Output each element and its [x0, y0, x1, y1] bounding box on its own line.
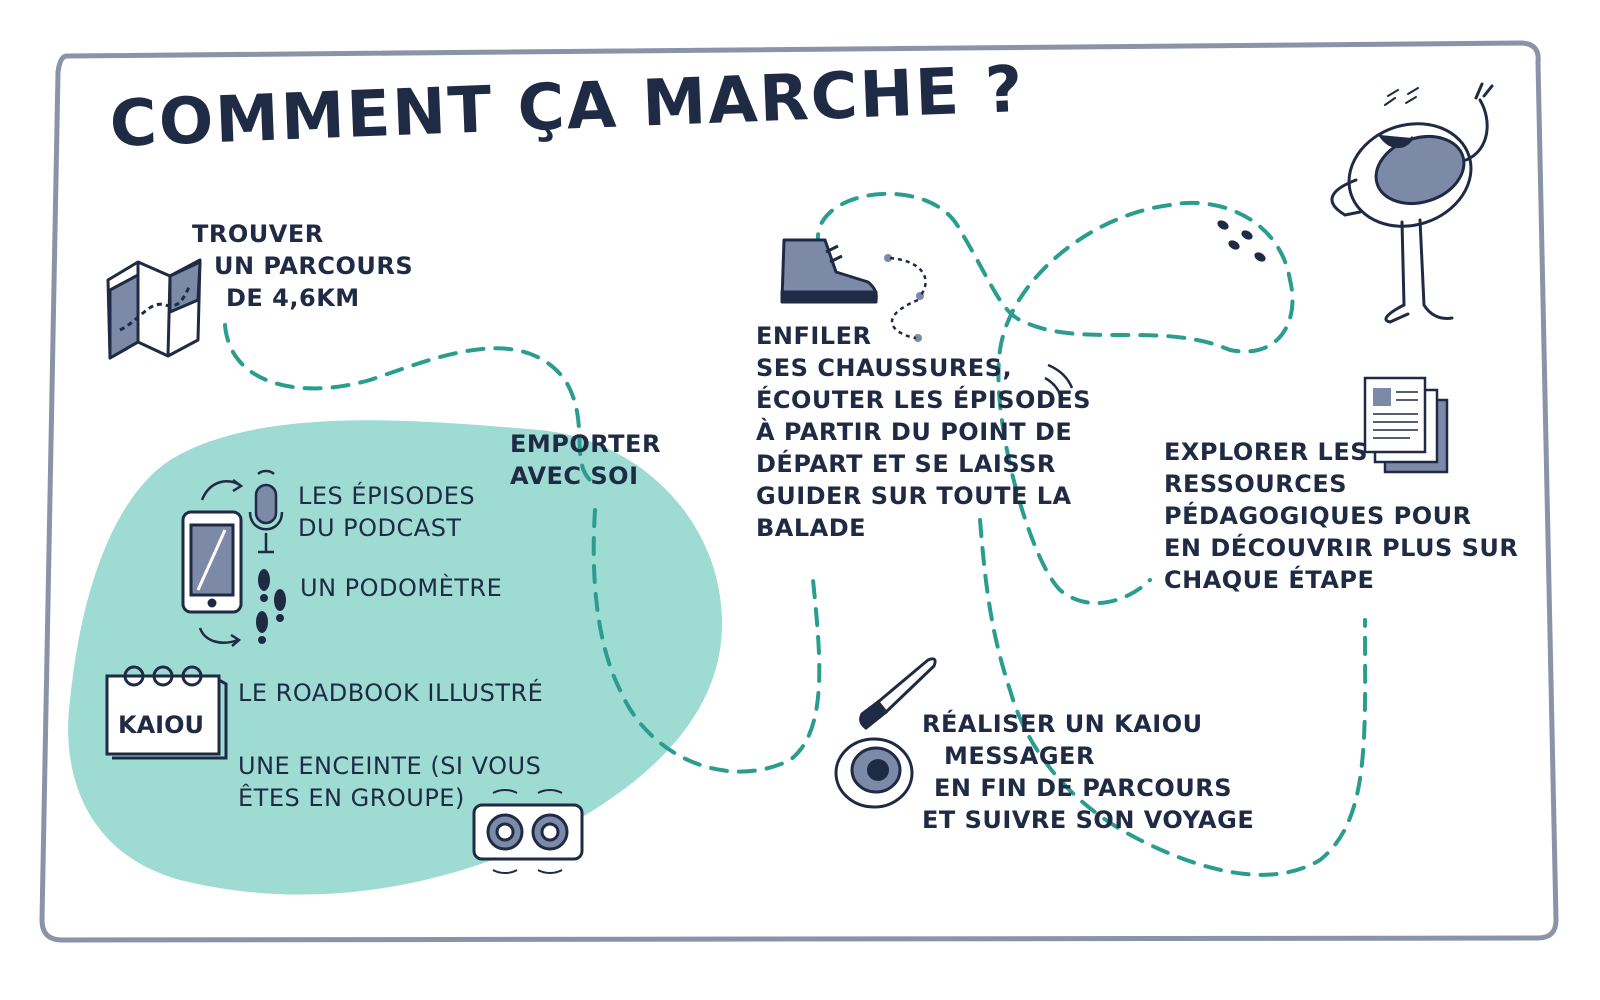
smartphone-icon [181, 510, 243, 614]
step-bring: EMPORTER AVEC SOI [510, 428, 661, 492]
step-line: GUIDER SUR TOUTE LA [756, 482, 1072, 510]
step-line: DÉPART ET SE LAISSR [756, 450, 1056, 478]
footprints-small-icon [1217, 220, 1266, 262]
step-line: CHAQUE ÉTAPE [1164, 566, 1375, 594]
notebook-icon: KAIOU [105, 665, 228, 760]
kit-pedometer-label: UN PODOMÈTRE [300, 572, 502, 604]
roadbook-cover-label: KAIOU [118, 711, 204, 739]
kit-podcast-label: LES ÉPISODES DU PODCAST [298, 480, 475, 544]
step-line: MESSAGER [944, 742, 1095, 770]
step-line: TROUVER [192, 220, 324, 248]
documents-icon [1363, 376, 1449, 474]
paintbrush-icon [859, 657, 937, 730]
stone-kaiou-icon [834, 737, 914, 809]
step-walk: ENFILER SES CHAUSSURES, ÉCOUTER LES ÉPIS… [756, 320, 1091, 544]
speaker-icon [472, 789, 584, 874]
step-line: EXPLORER LES [1164, 438, 1369, 466]
step-line: EN DÉCOUVRIR PLUS SUR [1164, 534, 1519, 562]
step-line: DE 4,6KM [226, 284, 360, 312]
step-kaiou: RÉALISER UN KAIOU MESSAGER EN FIN DE PAR… [922, 708, 1254, 836]
kit-line: UN PODOMÈTRE [300, 574, 503, 602]
sound-waves-icon [1044, 363, 1074, 396]
microphone-icon [248, 469, 284, 554]
kit-speaker-label: UNE ENCEINTE (SI VOUS ÊTES EN GROUPE) [238, 750, 541, 814]
kit-line: ÊTES EN GROUPE) [238, 784, 465, 812]
sync-arrows-icon [198, 479, 244, 647]
map-icon [106, 258, 202, 360]
step-line: ET SUIVRE SON VOYAGE [922, 806, 1255, 834]
step-line: SES CHAUSSURES, [756, 354, 1013, 382]
kit-line: LE ROADBOOK ILLUSTRÉ [238, 679, 544, 707]
step-line: ÉCOUTER LES ÉPISODES [756, 386, 1092, 414]
step-line: RÉALISER UN KAIOU [922, 710, 1203, 738]
kit-line: DU PODCAST [298, 514, 462, 542]
step-line: RESSOURCES [1164, 470, 1348, 498]
step-line: UN PARCOURS [214, 252, 414, 280]
step-find-route: TROUVER UN PARCOURS DE 4,6KM [192, 218, 413, 314]
step-line: EN FIN DE PARCOURS [934, 774, 1232, 802]
footprints-icon [256, 569, 286, 644]
step-line: BALADE [756, 514, 867, 542]
kit-line: UNE ENCEINTE (SI VOUS [238, 752, 542, 780]
step-line: AVEC SOI [510, 462, 639, 490]
step-line: À PARTIR DU POINT DE [756, 418, 1073, 446]
step-explore: EXPLORER LES RESSOURCES PÉDAGOGIQUES POU… [1164, 436, 1518, 596]
kit-line: LES ÉPISODES [298, 482, 476, 510]
step-line: ENFILER [756, 322, 872, 350]
step-line: EMPORTER [510, 430, 661, 458]
mascot-icon [1330, 82, 1494, 324]
step-line: PÉDAGOGIQUES POUR [1164, 502, 1472, 530]
boot-icon [780, 238, 927, 342]
walking-path [223, 191, 1368, 877]
kit-roadbook-label: LE ROADBOOK ILLUSTRÉ [238, 677, 543, 709]
